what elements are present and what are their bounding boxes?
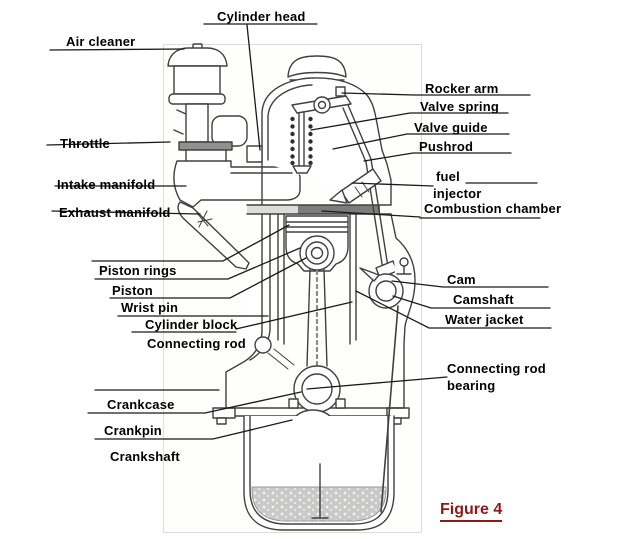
valve-spring-drawing — [290, 112, 313, 174]
figure-caption: Figure 4 — [440, 501, 503, 522]
label-throttle: Throttle — [60, 136, 110, 151]
oil-pan-drawing — [243, 415, 395, 531]
exhaust-manifold-drawing — [177, 201, 250, 270]
label-cylinder-head: Cylinder head — [217, 9, 306, 24]
label-water-jacket: Water jacket — [445, 312, 524, 327]
air-cleaner-leader-line — [49, 48, 185, 51]
label-crankshaft: Crankshaft — [110, 449, 180, 464]
label-cam: Cam — [447, 272, 476, 287]
rocker-arm-drawing — [291, 86, 352, 114]
label-valve-guide: Valve guide — [414, 120, 488, 135]
pushrod-leader-line — [363, 152, 512, 162]
label-piston: Piston — [112, 283, 153, 298]
fuel-injector-drawing — [329, 168, 382, 204]
valve-spring-leader-line — [310, 112, 509, 131]
piston-drawing — [285, 215, 349, 272]
piston-leader-line — [94, 247, 301, 280]
cam-leader-line — [391, 280, 549, 288]
cylinder-head-leader-line — [203, 23, 318, 151]
label-fuel-injector-line1: fuel — [436, 169, 460, 184]
label-connecting-rod-bearing-line2: bearing — [447, 378, 496, 393]
label-combustion-chamber: Combustion chamber — [424, 201, 562, 216]
crankpin-leader-line — [94, 419, 293, 440]
camshaft-drawing — [359, 257, 412, 309]
label-valve-spring: Valve spring — [420, 99, 499, 114]
combustion-chamber-leader-line — [321, 210, 541, 219]
crankcase-leader-line — [87, 391, 302, 414]
label-fuel-injector-line2: injector — [433, 186, 482, 201]
label-wrist-pin: Wrist pin — [121, 300, 179, 315]
label-connecting-rod: Connecting rod — [147, 336, 246, 351]
rocker-arm-leader-line — [341, 92, 531, 96]
water-jacket-leader-line — [355, 290, 552, 329]
cylinder-block-leader-line — [131, 301, 353, 333]
connecting-rod-drawing — [288, 268, 346, 413]
camshaft-leader-line — [392, 295, 551, 309]
connecting-rod-bearing-leader-line — [306, 376, 448, 390]
label-camshaft: Camshaft — [453, 292, 514, 307]
label-fuel-injector: fuel injector — [433, 168, 482, 202]
wrist-pin-leader-line — [109, 257, 307, 299]
label-rocker-arm: Rocker arm — [425, 81, 499, 96]
label-air-cleaner: Air cleaner — [66, 34, 136, 49]
label-pushrod: Pushrod — [419, 139, 474, 154]
label-crankpin: Crankpin — [104, 423, 162, 438]
label-connecting-rod-bearing: Connecting rod bearing — [447, 360, 546, 394]
piston-rings-leader-line — [91, 224, 290, 262]
label-crankcase: Crankcase — [107, 397, 175, 412]
label-cylinder-block: Cylinder block — [145, 317, 238, 332]
valve-guide-leader-line — [332, 133, 510, 150]
air-cleaner-drawing — [167, 43, 248, 147]
exhaust-manifold-leader-line — [51, 210, 201, 215]
throttle-leader-line — [46, 141, 171, 146]
dipstick-drawing — [380, 305, 399, 513]
fuel-injector-leader-line — [351, 182, 538, 187]
label-piston-rings: Piston rings — [99, 263, 177, 278]
label-connecting-rod-bearing-line1: Connecting rod — [447, 361, 546, 376]
label-exhaust-manifold: Exhaust manifold — [59, 205, 171, 220]
label-intake-manifold: Intake manifold — [57, 177, 156, 192]
